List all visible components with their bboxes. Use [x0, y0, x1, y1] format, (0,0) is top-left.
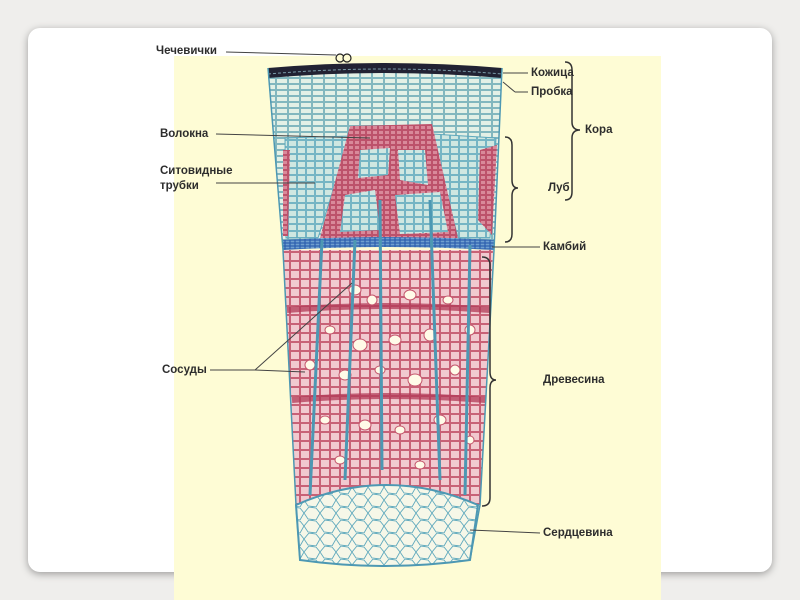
label-pith: Сердцевина: [543, 527, 613, 540]
pith: [296, 485, 478, 566]
cambium-band: [283, 237, 495, 250]
label-vessels: Сосуды: [162, 364, 207, 377]
label-sieve-tubes-line2: трубки: [160, 180, 199, 193]
lenticel-bump: [336, 54, 351, 62]
label-wood: Древесина: [543, 374, 605, 387]
label-cork: Пробка: [531, 86, 573, 99]
label-phloem: Луб: [548, 182, 570, 195]
label-lenticels: Чечевички: [156, 45, 217, 58]
label-cambium: Камбий: [543, 241, 586, 254]
label-fibers: Волокна: [160, 128, 208, 141]
label-epidermis: Кожица: [531, 67, 574, 80]
bark-layer: [268, 71, 502, 245]
label-sieve-tubes-line1: Ситовидные: [160, 165, 232, 178]
label-bark: Кора: [585, 124, 612, 137]
